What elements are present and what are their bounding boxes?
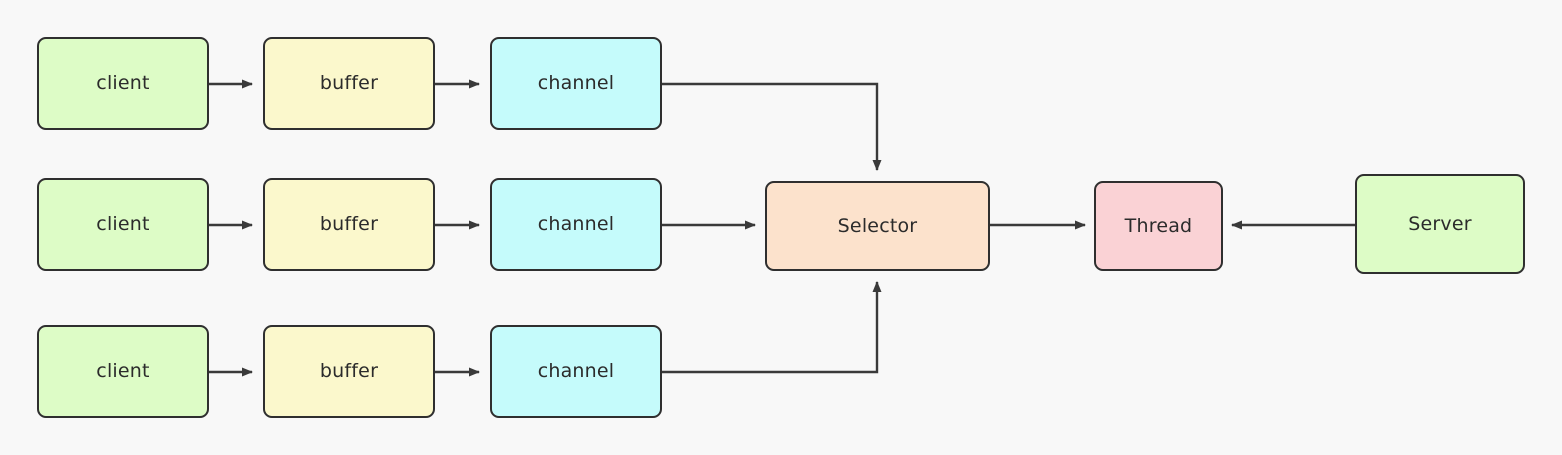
node-label-buffer2: buffer: [319, 213, 379, 235]
node-server[interactable]: Server: [1355, 174, 1525, 274]
node-label-buffer1: buffer: [319, 72, 379, 94]
edge-channel1-to-selector: [662, 82, 882, 171]
node-label-channel2: channel: [537, 213, 615, 235]
node-label-client1: client: [96, 72, 150, 94]
node-buffer3[interactable]: buffer: [263, 325, 435, 418]
node-client2[interactable]: client: [37, 178, 209, 271]
node-label-client3: client: [96, 360, 150, 382]
node-thread[interactable]: Thread: [1094, 181, 1223, 271]
node-label-server: Server: [1408, 212, 1472, 235]
node-channel2[interactable]: channel: [490, 178, 662, 271]
node-label-buffer3: buffer: [319, 360, 379, 382]
node-client1[interactable]: client: [37, 37, 209, 130]
node-selector[interactable]: Selector: [765, 181, 990, 271]
node-buffer2[interactable]: buffer: [263, 178, 435, 271]
node-label-thread: Thread: [1124, 214, 1193, 237]
edge-channel3-to-selector: [662, 281, 882, 374]
node-channel1[interactable]: channel: [490, 37, 662, 130]
node-channel3[interactable]: channel: [490, 325, 662, 418]
node-label-channel3: channel: [537, 360, 615, 382]
node-client3[interactable]: client: [37, 325, 209, 418]
node-buffer1[interactable]: buffer: [263, 37, 435, 130]
node-label-selector: Selector: [837, 214, 918, 237]
node-label-client2: client: [96, 213, 150, 235]
node-label-channel1: channel: [537, 72, 615, 94]
